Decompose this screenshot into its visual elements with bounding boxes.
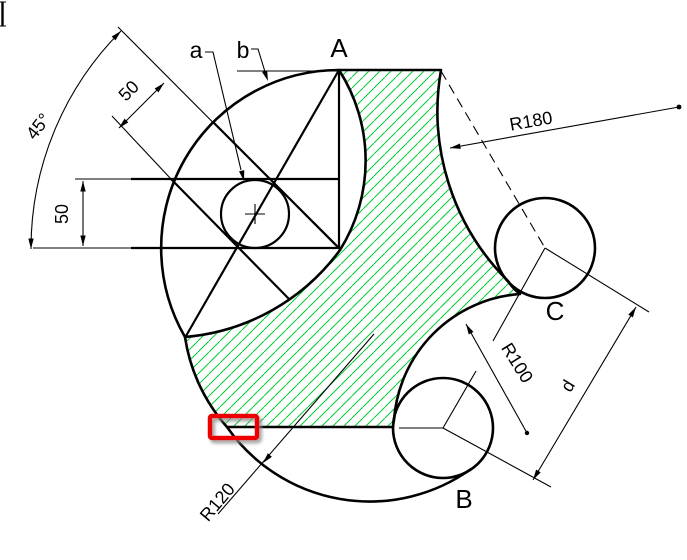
- dim-50-vertical-text: 50: [52, 204, 72, 224]
- label-point-a: A: [330, 33, 348, 63]
- r180-center-dot: [676, 104, 682, 110]
- dim-r100-text: R100: [497, 339, 537, 386]
- circle-b-arc: [159, 68, 340, 338]
- label-leaders: [205, 48, 267, 171]
- dim-50-slanted-line: [118, 82, 165, 129]
- label-circle-a: a: [190, 37, 203, 63]
- label-point-c: C: [546, 296, 565, 326]
- dim-angle-45-text: 45°: [22, 109, 55, 143]
- arrowheads: [28, 31, 636, 480]
- r180-leader: [449, 106, 680, 149]
- r120-leader: [217, 333, 375, 515]
- label-point-b: B: [455, 484, 472, 514]
- dim-r120-text: R120: [196, 479, 239, 525]
- extension-lines: [33, 115, 650, 488]
- circle-b-point: [391, 376, 495, 480]
- dim-50-slanted-text: 50: [115, 77, 143, 105]
- dim-d-line: [532, 306, 637, 481]
- highlight-box[interactable]: [207, 413, 260, 441]
- angle-45-arc: [30, 30, 122, 250]
- bottom-r120-arc: [225, 426, 472, 503]
- diagonal-45-line: [117, 26, 340, 250]
- circle-c: [493, 196, 597, 300]
- dashed-construction-line: [440, 70, 546, 249]
- r100-center-dot: [524, 430, 530, 436]
- dim-d-text: d: [557, 376, 579, 395]
- label-circle-b: b: [237, 37, 250, 63]
- text-cursor-icon: [0, 1, 6, 27]
- r100-leader: [465, 323, 528, 434]
- center-radial-lines: [399, 247, 546, 429]
